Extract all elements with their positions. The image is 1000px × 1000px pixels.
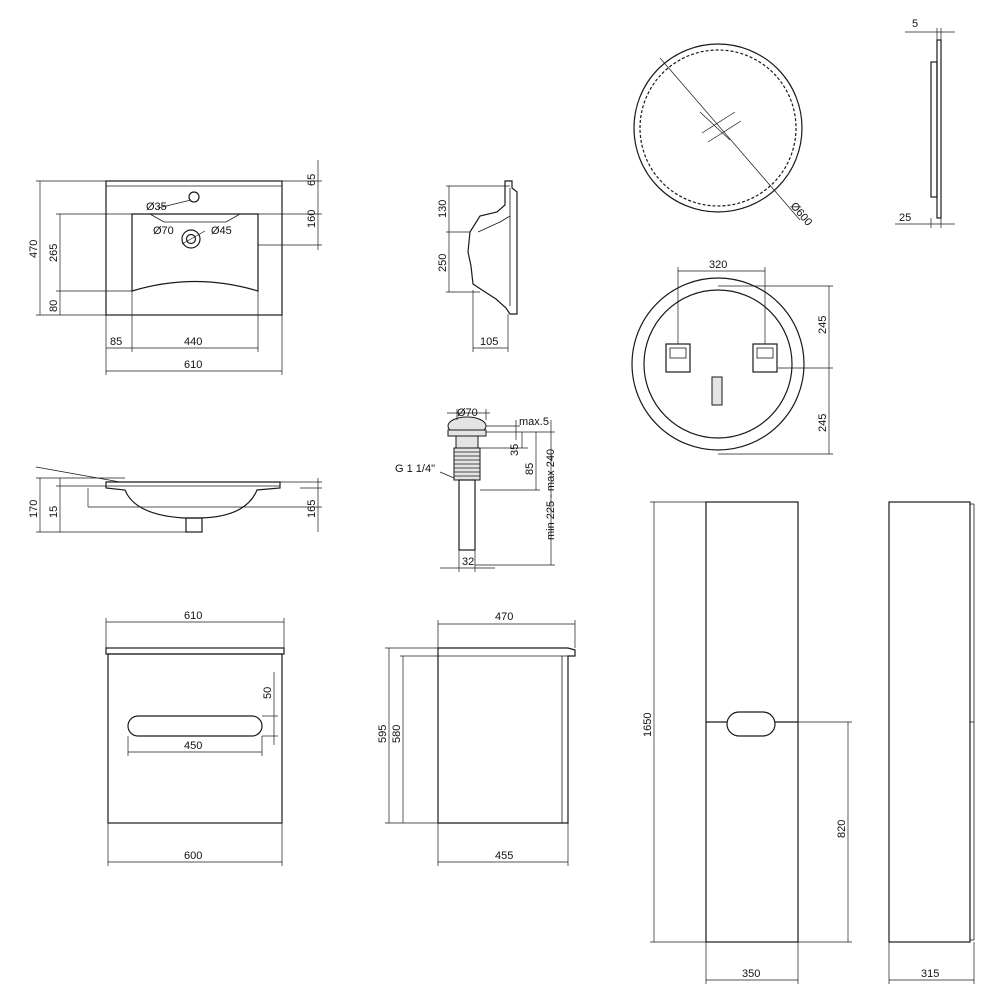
label-drain-inner-diameter: Ø45: [211, 225, 232, 237]
mirror-back-view: 320 245 245: [631, 259, 833, 455]
drain-inner: [185, 233, 197, 245]
drain-dim-85: 85: [524, 463, 536, 475]
vanity-dim-600: 600: [184, 850, 202, 862]
mirror-back-outer: [631, 277, 805, 451]
dim-610: 610: [184, 359, 202, 371]
tap-hole: [188, 191, 200, 203]
vanity-front-view: 610 50 450 600: [105, 610, 285, 866]
drain-diameter-label: Ø70: [457, 407, 478, 419]
drain-body-top: [455, 435, 479, 449]
tall-cabinet-dim-1650: 1650: [642, 713, 654, 737]
mirror-dim-245-top: 245: [817, 316, 829, 334]
tall-cabinet-side-view: 315: [888, 501, 975, 984]
dim-105: 105: [480, 336, 498, 348]
vanity-dim-610: 610: [184, 610, 202, 622]
drain-thread-label: G 1 1/4": [395, 463, 435, 475]
basin-section-view: 130 250 105: [437, 180, 518, 352]
label-tap-diameter: Ø35: [146, 201, 167, 213]
dim-265: 265: [48, 244, 60, 262]
mirror-led-ring: [639, 49, 797, 207]
mirror-dim-245-bottom: 245: [817, 414, 829, 432]
vanity-side-view: 470 595 580 455: [377, 611, 576, 866]
label-drain-diameter: Ø70: [153, 225, 174, 237]
dim-440: 440: [184, 336, 202, 348]
vanity-side-dim-595: 595: [377, 725, 389, 743]
tall-cabinet-dim-350: 350: [742, 968, 760, 980]
dim-85: 85: [110, 336, 122, 348]
vanity-dim-450: 450: [184, 740, 202, 752]
dim-470: 470: [28, 240, 40, 258]
mirror-dim-320: 320: [709, 259, 727, 271]
basin-top-view: Ø35 Ø70 Ø45 65 160 470 265 80 85 440 610: [28, 160, 322, 375]
tall-cabinet-handle: [726, 711, 776, 737]
drain-max5: max.5: [519, 416, 549, 428]
vanity-side-dim-455: 455: [495, 850, 513, 862]
drain-pipe: [458, 479, 476, 551]
basin-section-profile: [467, 180, 518, 315]
vanity-side-body: [437, 647, 576, 824]
basin-bowl: [131, 213, 259, 292]
mirror-switch: [711, 376, 723, 406]
basin-front-view: 170 15 165: [28, 466, 322, 533]
vanity-handle: [127, 715, 263, 737]
dim-165: 165: [306, 500, 318, 518]
vanity-top: [105, 647, 285, 655]
drain-assembly: Ø70 max.5 35 85 min 225 - max 240 G 1 1/…: [395, 407, 557, 572]
dim-80: 80: [48, 300, 60, 312]
tall-cabinet-side-body: [888, 501, 971, 943]
basin-drain-stub: [185, 517, 203, 533]
drain-dim-35: 35: [509, 444, 521, 456]
drain-flange: [447, 429, 487, 437]
dim-65: 65: [306, 174, 318, 186]
mirror-outer: [633, 43, 803, 213]
mirror-dim-5: 5: [912, 18, 918, 30]
dim-130: 130: [437, 200, 449, 218]
mirror-diameter: Ø600: [788, 200, 814, 228]
mirror-dim-25: 25: [899, 212, 911, 224]
vanity-side-dim-580: 580: [391, 725, 403, 743]
dim-250: 250: [437, 254, 449, 272]
vanity-dim-50: 50: [262, 687, 274, 699]
mirror-side-view: 5 25: [895, 18, 955, 228]
mirror-back-inner: [643, 289, 793, 439]
tall-cabinet-side-dim-315: 315: [921, 968, 939, 980]
mirror-front-view: Ø600: [633, 43, 814, 229]
tall-cabinet-dim-820: 820: [836, 820, 848, 838]
drain-outer: [181, 229, 201, 249]
dim-160: 160: [306, 210, 318, 228]
vanity-side-dim-470: 470: [495, 611, 513, 623]
dim-15: 15: [48, 506, 60, 518]
mirror-side-frame: [930, 61, 938, 198]
tall-cabinet-front-view: 1650 820 350: [642, 501, 852, 984]
drain-dim-32: 32: [462, 556, 474, 568]
basin-outline: [105, 180, 283, 316]
basin-front-outline: [105, 481, 281, 519]
vanity-body: [107, 653, 283, 824]
drain-range: min 225 - max 240: [545, 449, 557, 540]
dim-170: 170: [28, 500, 40, 518]
